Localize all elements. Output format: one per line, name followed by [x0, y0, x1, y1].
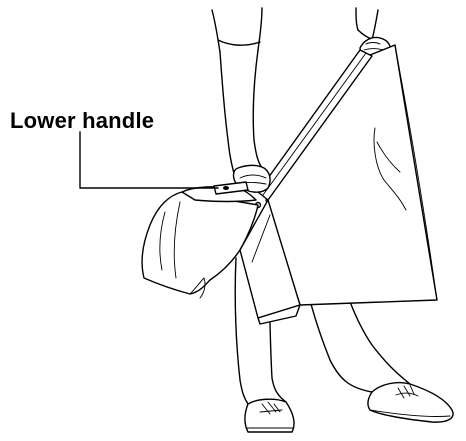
right-shoe-icon [368, 383, 453, 423]
grass-catcher-hood [142, 187, 258, 298]
left-shoe-icon [245, 399, 294, 432]
lower-handle-leader-line [80, 132, 218, 188]
right-arm [356, 8, 378, 40]
left-arm [212, 8, 262, 185]
lower-handle-label: Lower handle [10, 108, 154, 134]
